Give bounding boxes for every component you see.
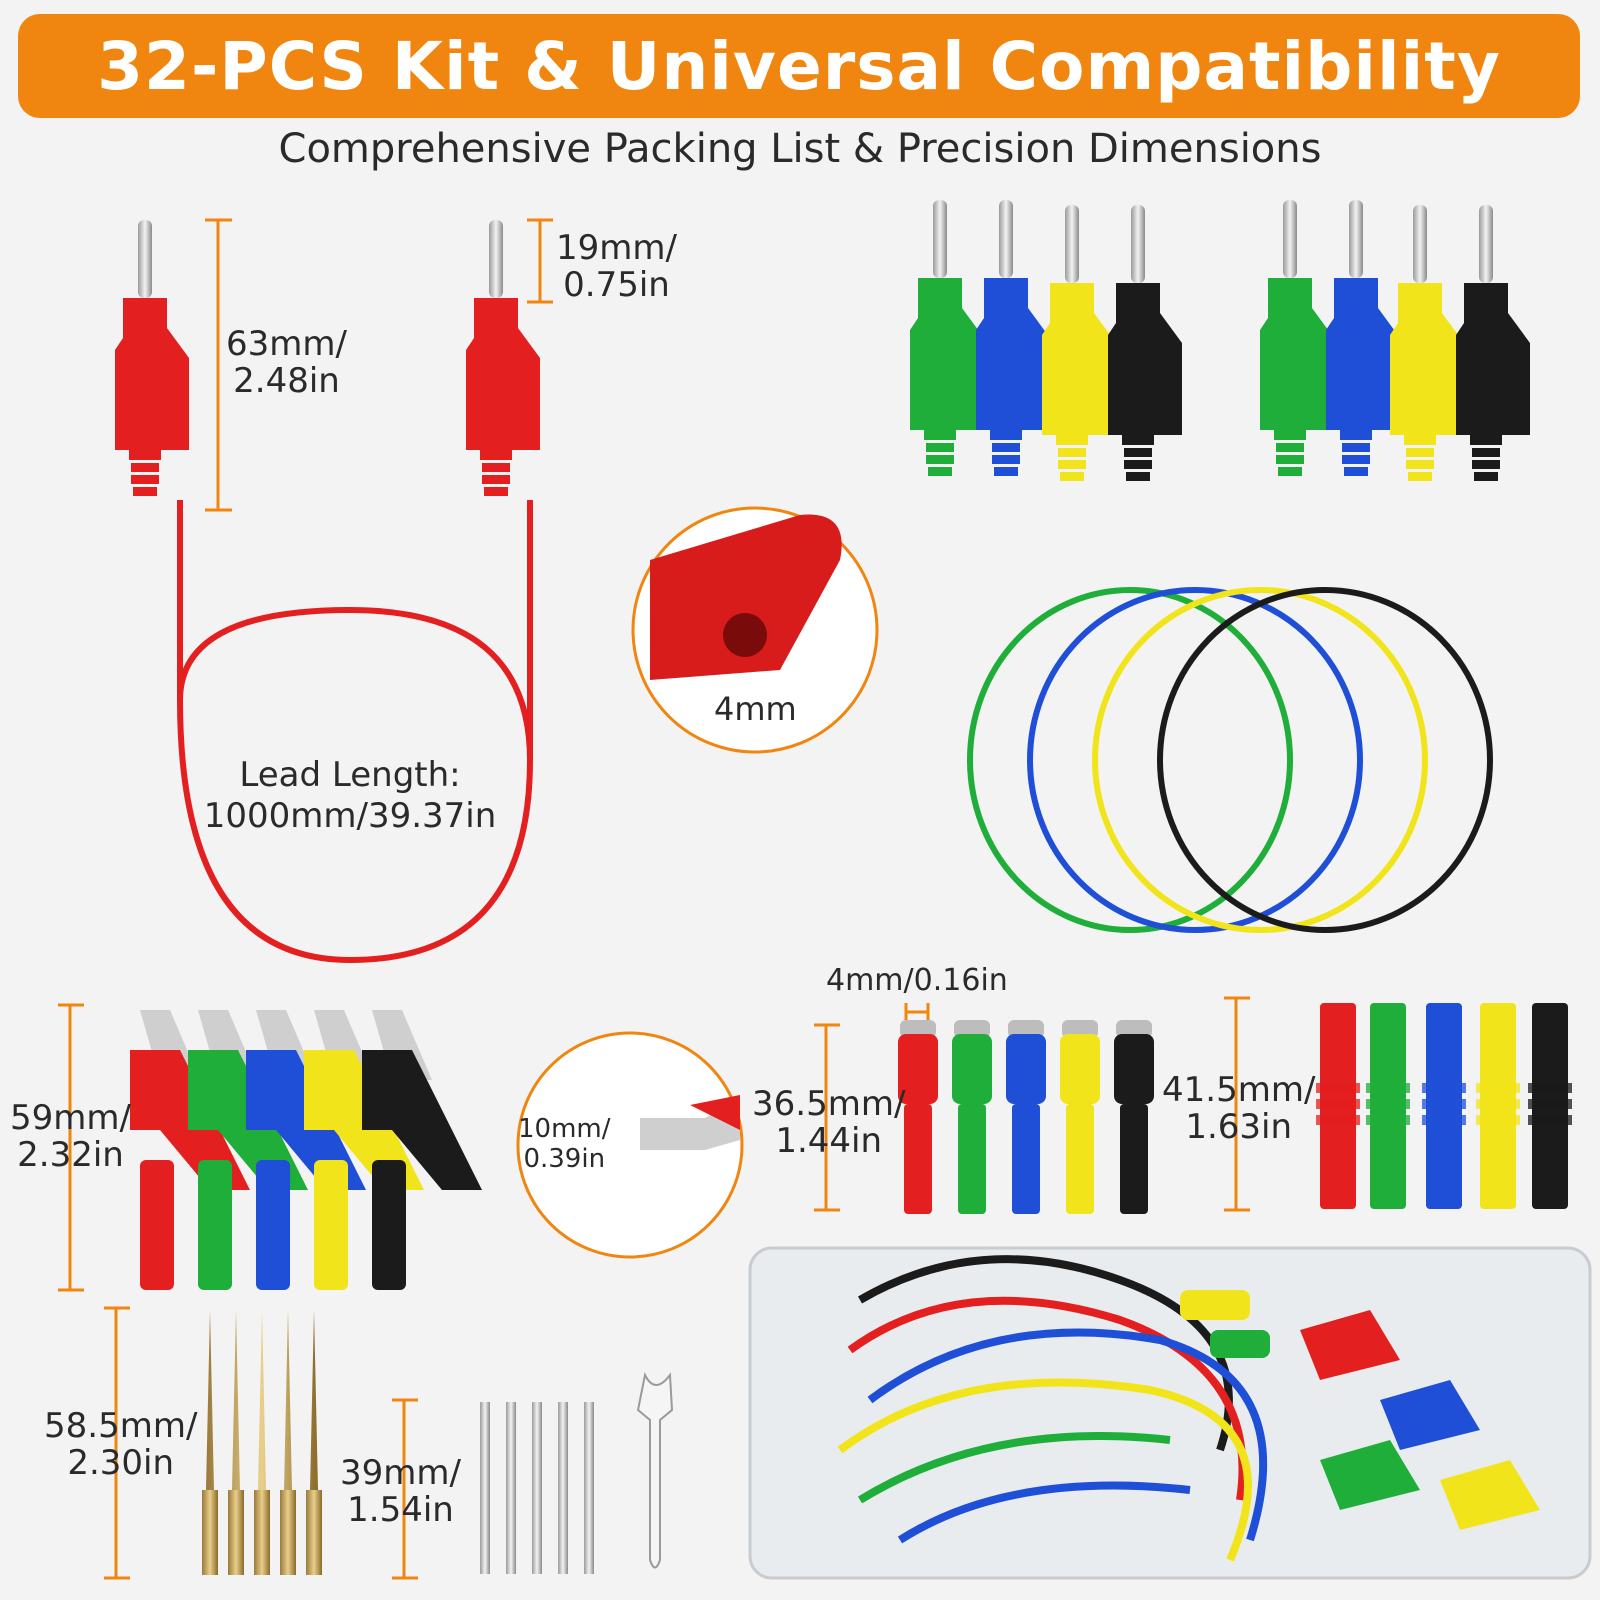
gold-probes — [202, 1310, 322, 1575]
clip-jaw-label: 10mm/ 0.39in — [518, 1114, 611, 1174]
long-probe-label: 58.5mm/ 2.30in — [44, 1406, 198, 1484]
storage-box — [748, 1246, 1592, 1580]
wrench — [636, 1371, 674, 1569]
colored-test-leads — [910, 200, 1530, 933]
socket-size-label: 4mm — [714, 690, 797, 728]
couplers — [1316, 1003, 1572, 1209]
plug-length-label: 63mm/ 2.48in — [226, 324, 347, 402]
clip-length-label: 59mm/ 2.32in — [10, 1098, 131, 1176]
female-adapters — [898, 1020, 1154, 1214]
alligator-clips — [130, 1010, 482, 1290]
page-subtitle: Comprehensive Packing List & Precision D… — [278, 126, 1322, 172]
socket-closeup — [631, 506, 879, 754]
socket-opening-label: 4mm/0.16in — [826, 963, 1008, 998]
pin-length-label: 19mm/ 0.75in — [556, 228, 677, 306]
steel-probes — [480, 1402, 594, 1574]
title-banner: 32-PCS Kit & Universal Compatibility — [18, 14, 1580, 118]
female-adapter-label: 36.5mm/ 1.44in — [752, 1084, 906, 1162]
short-probe-label: 39mm/ 1.54in — [340, 1453, 461, 1531]
red-test-lead — [115, 220, 540, 964]
clip-jaw-closeup — [516, 1031, 744, 1259]
lead-length-label: Lead Length: 1000mm/39.37in — [203, 755, 497, 836]
coupler-label: 41.5mm/ 1.63in — [1162, 1070, 1316, 1148]
page-title: 32-PCS Kit & Universal Compatibility — [97, 27, 1501, 105]
